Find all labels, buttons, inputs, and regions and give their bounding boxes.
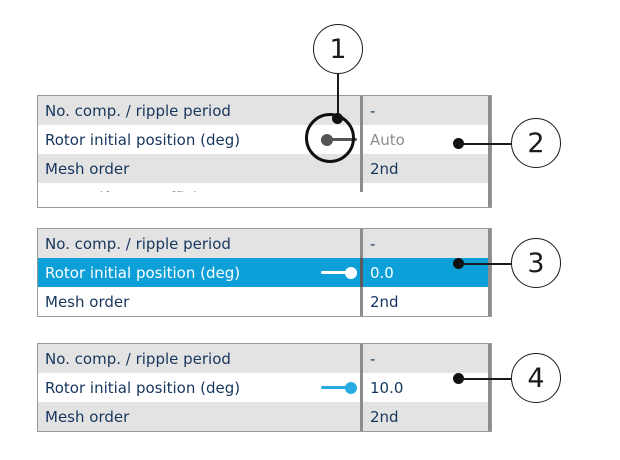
rotor-position-slider[interactable] — [321, 266, 357, 280]
slider-track — [321, 386, 357, 389]
property-label: Mesh order — [45, 292, 130, 311]
property-value[interactable]: - — [370, 101, 376, 120]
property-label: No. comp. / ripple period — [45, 349, 231, 368]
property-label: Non-uniform coefficient — [38, 183, 360, 193]
pane-edge-rail — [488, 344, 491, 431]
property-value[interactable]: 2nd — [370, 292, 399, 311]
table-row-clipped[interactable]: Non-uniform coefficient 1.2 — [38, 183, 491, 192]
column-separator — [360, 183, 363, 192]
table-row[interactable]: Mesh order 2nd — [38, 287, 491, 316]
property-value[interactable]: 2nd — [370, 159, 399, 178]
slider-track — [321, 271, 357, 274]
property-value[interactable]: 0.0 — [370, 263, 394, 282]
property-value[interactable]: - — [370, 234, 376, 253]
callout-leader-4 — [458, 378, 511, 380]
callout-leader-1 — [337, 74, 339, 119]
table-row-rotor-initial-position[interactable]: Rotor initial position (deg) 10.0 — [38, 373, 491, 402]
callout-circle-1: 1 — [313, 24, 363, 74]
slider-knob[interactable] — [345, 266, 357, 279]
property-label: Mesh order — [45, 407, 130, 426]
table-row[interactable]: Mesh order 2nd — [38, 154, 491, 183]
property-label: Rotor initial position (deg) — [38, 264, 360, 282]
callout-leader-2 — [458, 143, 511, 145]
property-label: No. comp. / ripple period — [45, 101, 231, 120]
property-table-zero[interactable]: No. comp. / ripple period - Rotor initia… — [37, 228, 492, 317]
property-label: No. comp. / ripple period — [45, 234, 231, 253]
property-value[interactable]: Auto — [370, 130, 405, 149]
property-label-text: Rotor initial position (deg) — [45, 378, 241, 397]
column-separator — [360, 229, 363, 258]
rotor-position-slider[interactable] — [321, 381, 357, 395]
property-value[interactable]: 1.2 — [363, 183, 491, 193]
table-row[interactable]: No. comp. / ripple period - — [38, 229, 491, 258]
pane-edge-rail — [488, 96, 491, 207]
property-label: Mesh order — [45, 159, 130, 178]
property-value[interactable]: 2nd — [370, 407, 399, 426]
table-row[interactable]: No. comp. / ripple period - — [38, 96, 491, 125]
callout-circle-3: 3 — [511, 238, 561, 288]
column-separator — [360, 373, 363, 402]
pane-edge-rail — [488, 229, 491, 316]
column-separator — [360, 344, 363, 373]
table-row[interactable]: No. comp. / ripple period - — [38, 344, 491, 373]
property-label-text: Rotor initial position (deg) — [45, 263, 241, 282]
slider-focus-ring — [305, 113, 355, 163]
property-value[interactable]: - — [370, 349, 376, 368]
column-separator — [360, 258, 363, 287]
slider-knob[interactable] — [345, 381, 357, 394]
column-separator — [360, 125, 363, 154]
callout-circle-2: 2 — [511, 118, 561, 168]
callout-leader-3 — [458, 263, 511, 265]
column-separator — [360, 287, 363, 316]
callout-circle-4: 4 — [511, 353, 561, 403]
table-row[interactable]: Mesh order 2nd — [38, 402, 491, 431]
property-table-auto[interactable]: No. comp. / ripple period - Rotor initia… — [37, 95, 492, 208]
property-table-ten[interactable]: No. comp. / ripple period - Rotor initia… — [37, 343, 492, 432]
property-value[interactable]: 10.0 — [370, 378, 404, 397]
property-label-text: Rotor initial position (deg) — [45, 130, 241, 149]
table-row-rotor-initial-position-selected[interactable]: Rotor initial position (deg) 0.0 — [38, 258, 491, 287]
column-separator — [360, 154, 363, 183]
column-separator — [360, 96, 363, 125]
column-separator — [360, 402, 363, 431]
table-row-rotor-initial-position[interactable]: Rotor initial position (deg) Auto — [38, 125, 491, 154]
property-label: Rotor initial position (deg) — [38, 379, 360, 397]
